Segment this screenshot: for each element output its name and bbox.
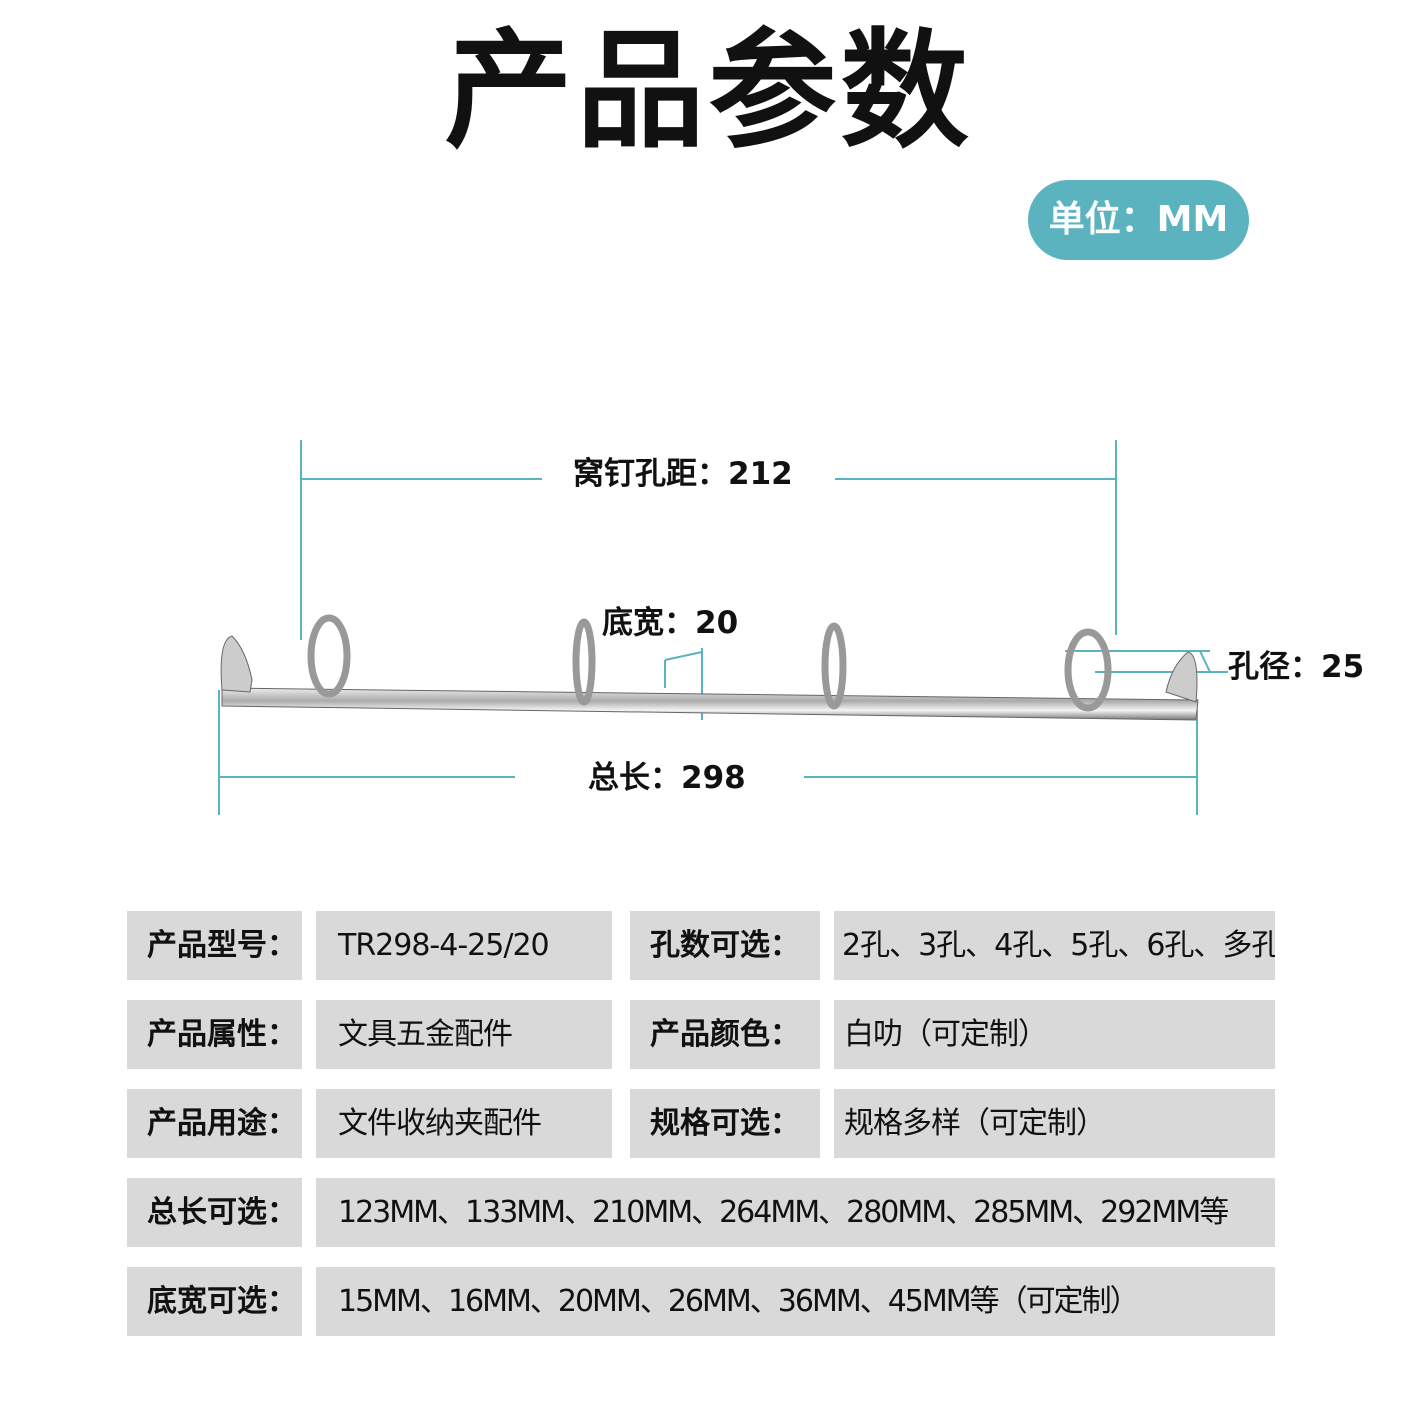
spec-label: 孔数可选： (630, 911, 820, 980)
total-length-label: 总长：298 (588, 760, 746, 796)
spec-label: 产品属性： (127, 1000, 302, 1069)
base-width-label: 底宽：20 (602, 605, 739, 641)
page-title: 产品参数 (444, 17, 973, 166)
spec-value: 规格多样（可定制） (834, 1089, 1275, 1158)
binder-diagram (218, 440, 1228, 815)
spec-label: 产品型号： (127, 911, 302, 980)
spec-label: 规格可选： (630, 1089, 820, 1158)
spec-value: 2孔、3孔、4孔、5孔、6孔、多孔 (834, 911, 1275, 980)
spec-value: 文具五金配件 (316, 1000, 612, 1069)
dimension-lines (218, 440, 1228, 815)
ring-diameter-label: 孔径：25 (1228, 649, 1365, 685)
spec-value: 文件收纳夹配件 (316, 1089, 612, 1158)
spec-label: 产品颜色： (630, 1000, 820, 1069)
unit-badge: 单位：MM (1028, 180, 1249, 260)
spec-label: 底宽可选： (127, 1267, 302, 1336)
spec-value: TR298-4-25/20 (316, 911, 612, 980)
hole-spacing-label: 窝钉孔距：212 (573, 456, 793, 492)
spec-label: 总长可选： (127, 1178, 302, 1247)
binder-mechanism (220, 614, 1199, 721)
spec-value: 123MM、133MM、210MM、264MM、280MM、285MM、292M… (316, 1178, 1275, 1247)
spec-value: 白叻（可定制） (834, 1000, 1275, 1069)
spec-label: 产品用途： (127, 1089, 302, 1158)
spec-value: 15MM、16MM、20MM、26MM、36MM、45MM等（可定制） (316, 1267, 1275, 1336)
